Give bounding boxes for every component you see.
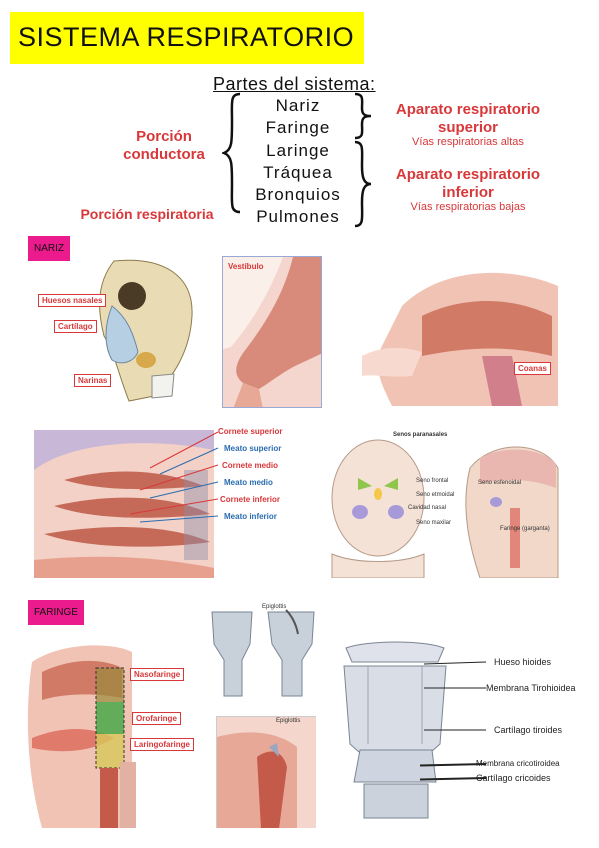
part-pulmones: Pulmones [256,207,340,226]
vestibulo-label: Vestíbulo [228,262,264,271]
vias-altas-label: Vías respiratorias altas [412,136,524,148]
orofaringe-label: Orofaringe [132,712,181,725]
cavidad-nasal-label: Cavidad nasal [408,505,447,511]
right-brace-upper [354,92,372,140]
part-bronquios: Bronquios [255,185,341,204]
laringe-cartilage-illustration [338,632,452,822]
membrana-cricotiroidea-label: Membrana cricotiroidea [476,759,560,768]
laringofaringe-label: Laringofaringe [130,738,195,751]
coanas-illustration [362,266,558,406]
cartilago-label: Cartílago [54,320,97,333]
part-nariz: Nariz [275,96,321,115]
epiglottis-sagittal-illustration [216,716,316,828]
senos-title: Senos paranasales [393,432,448,438]
cornetes-illustration [34,430,214,578]
nariz-tag: NARIZ [28,236,70,261]
right-brace-lower [354,140,372,228]
narinas-label: Narinas [74,374,112,387]
vestibulo-illustration [222,256,322,408]
page-title: SISTEMA RESPIRATORIO [18,22,355,52]
meato-superior-label: Meato superior [224,444,282,453]
skull-illustration [34,256,214,406]
porcion-respiratoria-label: Porción respiratoria [80,206,214,222]
senos-illustration [320,428,560,578]
faringe-garganta-label: Faringe (garganta) [500,526,550,532]
cornetes-leader-lines [129,431,219,523]
aparato-inferior-label: Aparato respiratorio inferior [395,166,541,201]
seno-etmoidal-label: Seno etmoidal [416,492,455,498]
left-brace [222,92,241,214]
seno-frontal-label: Seno frontal [416,478,449,484]
vias-bajas-label: Vías respiratorias bajas [410,201,526,213]
laringe-leader-lines [420,661,487,781]
cartilago-tiroides-label: Cartílago tiroides [494,725,563,735]
meato-medio-label: Meato medio [224,478,273,487]
title-banner: SISTEMA RESPIRATORIO [10,12,364,64]
cornete-inferior-label: Cornete inferior [220,495,281,504]
hueso-hioides-label: Hueso hioides [494,657,552,667]
part-laringe: Laringe [266,141,330,160]
cornete-medio-label: Cornete medio [222,461,279,470]
seno-esfenoidal-label: Seno esfenoidal [478,480,522,486]
porcion-conductora-label: Porción conductora [123,128,205,163]
cartilago-cricoides-label: Cartílago cricoides [476,773,551,783]
aparato-superior-label: Aparato respiratorio superior [395,101,541,136]
partes-heading: Partes del sistema: [213,74,376,94]
nasofaringe-label: Nasofaringe [130,668,185,681]
part-traquea: Tráquea [263,163,333,182]
epiglottis-label-bottom: Epiglottis [276,718,301,724]
membrana-tirohioidea-label: Membrana Tirohioidea [486,683,576,693]
part-faringe: Faringe [265,118,331,137]
huesos-nasales-label: Huesos nasales [38,294,107,307]
cornete-superior-label: Cornete superior [218,427,283,436]
seno-maxilar-label: Seno maxilar [416,520,452,526]
faringe-tag: FARINGE [28,600,84,625]
laringe-views-illustration [206,604,322,698]
faringe-illustration [22,642,200,828]
meato-inferior-label: Meato inferior [224,512,277,521]
epiglottis-label-top: Epiglottis [262,604,287,610]
coanas-label: Coanas [514,362,551,375]
